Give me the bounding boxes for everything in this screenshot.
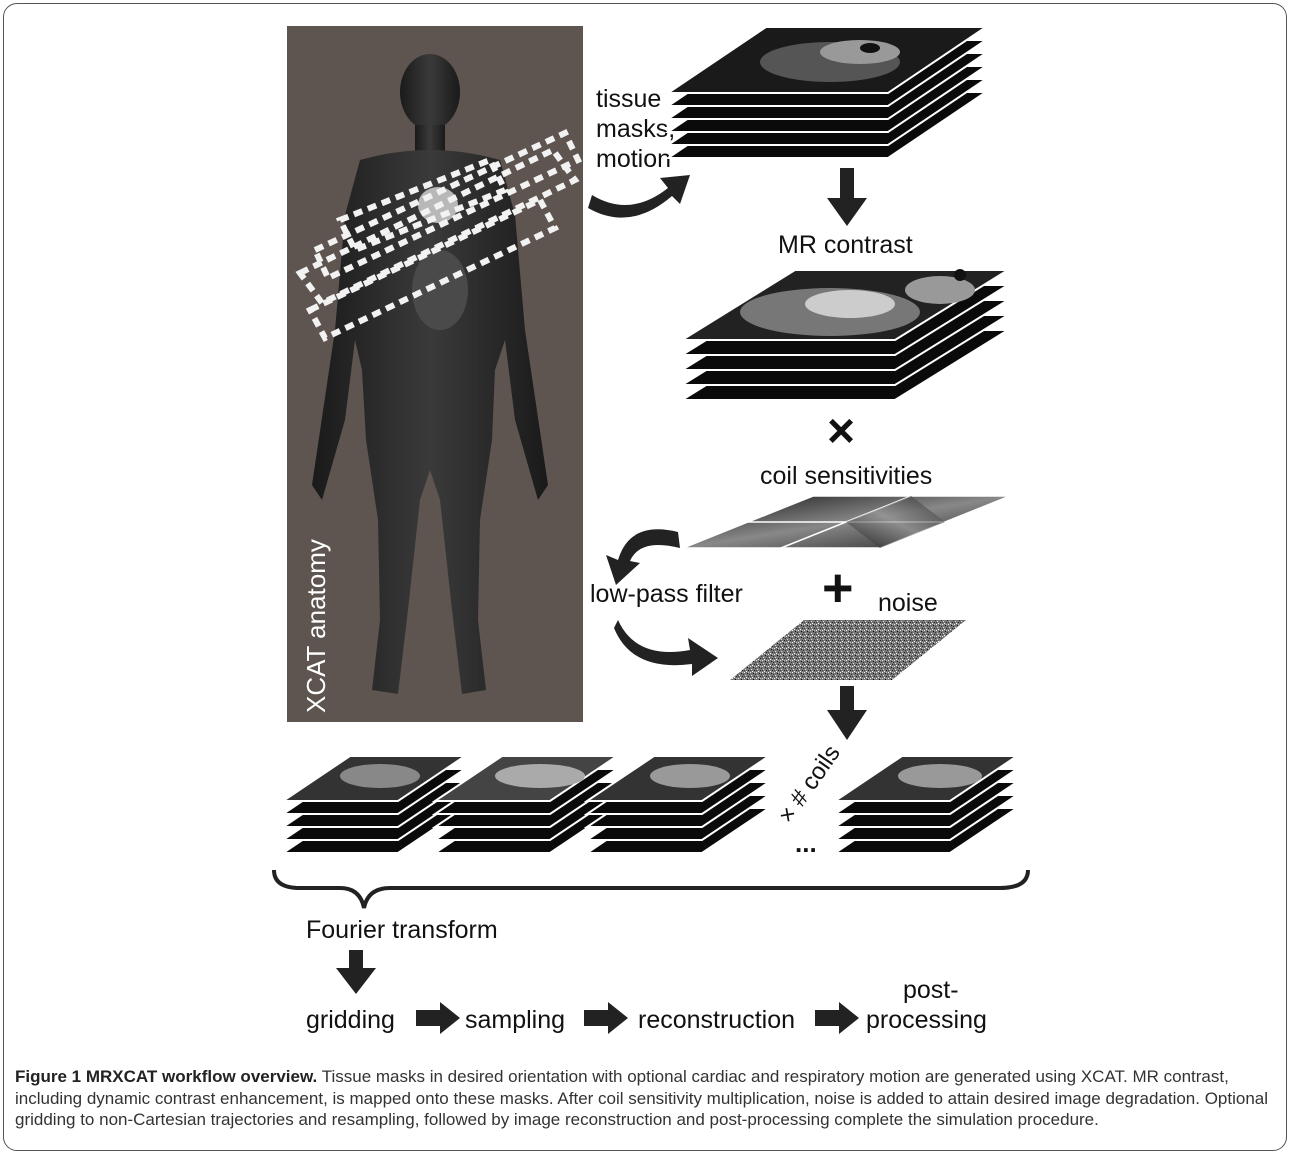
- pipeline-arrow-icon-1: [416, 1002, 460, 1034]
- figure-caption: Figure 1 MRXCAT workflow overview. Tissu…: [15, 1066, 1277, 1131]
- down-arrow-icon-3: [336, 950, 376, 994]
- caption-title: MRXCAT workflow overview.: [86, 1067, 317, 1086]
- stack-4: [835, 756, 1017, 853]
- pipeline-arrow-icon-2: [584, 1002, 628, 1034]
- coil-sensitivities-label: coil sensitivities: [760, 462, 932, 490]
- sampling-label: sampling: [465, 1006, 565, 1034]
- gridding-label: gridding: [306, 1006, 395, 1034]
- tissue-label-line1: tissue: [596, 85, 661, 113]
- curved-arrow-icon: [588, 175, 690, 218]
- tissue-mask-slices: [668, 27, 986, 158]
- coils-multiplier-label: × # coils: [773, 740, 846, 828]
- tissue-label-line2: masks,: [596, 115, 675, 143]
- curved-arrow-left-icon: [606, 529, 680, 585]
- ellipsis: ...: [795, 828, 817, 858]
- noise-map: [730, 620, 966, 680]
- caption-figure-number: Figure 1: [15, 1067, 81, 1086]
- down-arrow-icon-2: [827, 686, 867, 740]
- down-arrow-icon: [827, 168, 867, 226]
- mr-contrast-label: MR contrast: [778, 231, 913, 259]
- plus-sign: +: [822, 558, 854, 618]
- reconstruction-label: reconstruction: [638, 1006, 795, 1034]
- coil-sensitivity-maps: [683, 496, 1010, 548]
- pipeline-arrow-icon-3: [815, 1002, 859, 1034]
- coil-image-stacks: [283, 756, 1017, 853]
- mr-contrast-slices: [682, 269, 1008, 400]
- fourier-transform-label: Fourier transform: [306, 916, 498, 944]
- tissue-label-line3: motion: [596, 145, 671, 173]
- multiply-sign: ×: [827, 405, 855, 458]
- processing-pipeline: gridding sampling reconstruction post- p…: [306, 976, 987, 1034]
- curved-arrow-right-icon: [614, 620, 718, 676]
- noise-label: noise: [878, 589, 938, 617]
- post-processing-label-line1: post-: [903, 976, 959, 1004]
- anatomy-label: XCAT anatomy: [301, 539, 331, 713]
- post-processing-label-line2: processing: [866, 1006, 987, 1034]
- low-pass-filter-label: low-pass filter: [590, 580, 743, 608]
- workflow-diagram: XCAT anatomy tissue masks, motion MR con…: [0, 0, 1293, 1060]
- intestine-shape: [412, 250, 468, 330]
- xcat-anatomy-panel: XCAT anatomy: [287, 26, 583, 722]
- curly-brace: [274, 870, 1028, 908]
